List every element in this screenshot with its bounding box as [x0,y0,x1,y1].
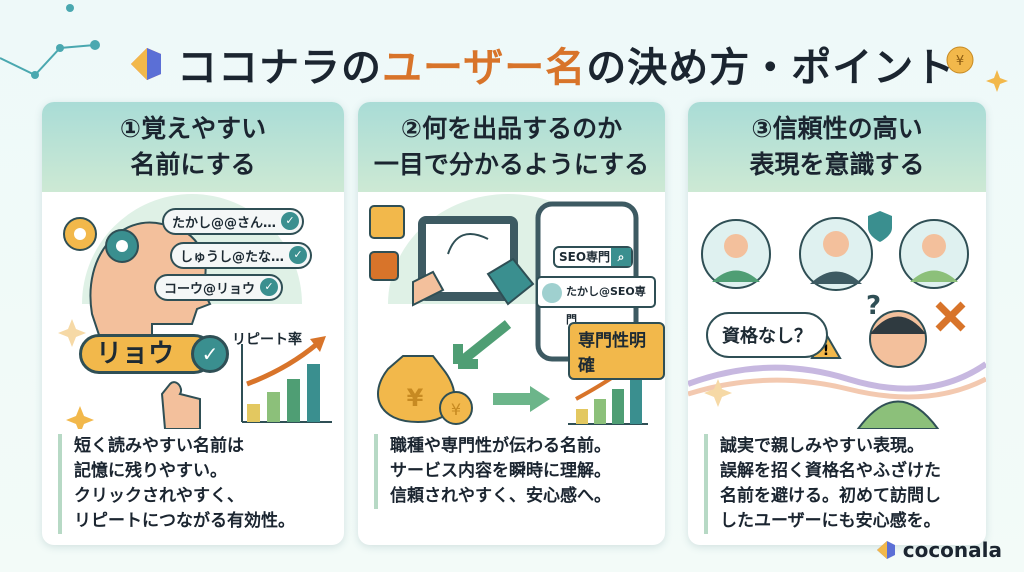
name-bubble: たかし@@さん… ✓ [162,208,305,235]
bubble-text: しゅうし@たな… [180,250,285,265]
body-line: クリックされやすく、 [74,486,244,506]
check-icon: ✓ [260,278,279,296]
point-card-memorable: ①覚えやすい名前にする たかし@@さん… ✓ しゅうし@たな… ✓ コーウ@リョウ ✓… [42,102,344,545]
point-card-trust: ③信頼性の高い表現を意識する ! ? 資格なし？ 誠実で親しみやすい表現。誤解を… [688,102,986,545]
page-title: ココナラのユーザー名の決め方・ポイント [125,36,955,92]
svg-text:?: ? [866,291,881,321]
title-part1: ココナラの [177,45,382,91]
title-part2: の決め方・ポイント [586,45,956,91]
bubble-text: たかし@@さん… [172,216,277,231]
svg-text:¥: ¥ [956,54,964,69]
name-bubble: しゅうし@たな… ✓ [170,242,313,269]
point-card-specialty: ②何を出品するのか一目で分かるようにする ¥ ¥ SEO専門⌕ たかし@SEO専… [358,102,665,545]
chart-label: リピート率 [232,332,302,348]
illustration-memorable: たかし@@さん… ✓ しゅうし@たな… ✓ コーウ@リョウ ✓ リョウ ✓ リピート率 [42,194,344,434]
logo-text: coconala [902,538,1002,562]
search-icon[interactable]: ⌕ [611,248,631,266]
specialty-tag: 専門性明確 [568,322,665,380]
body-line: 名前を避ける。初めて訪問し [720,486,941,506]
coconala-logo-icon [131,48,161,80]
check-icon: ✓ [289,246,308,264]
name-button-label: リョウ [96,339,175,369]
name-button[interactable]: リョウ ✓ [79,334,229,374]
card-description: 短く読みやすい名前は記憶に残りやすい。クリックされやすく、リピートにつながる有効… [58,434,334,534]
search-text: SEO専門 [559,250,611,264]
card-description: 職種や専門性が伝わる名前。サービス内容を瞬時に理解。信頼されやすく、安心感へ。 [374,434,655,509]
yen-coin-icon: ¥ [946,46,1008,92]
title-accent: ユーザー名 [382,45,587,91]
card-heading: ②何を出品するのか一目で分かるようにする [358,102,665,192]
svg-text:!: ! [823,343,829,359]
coconala-logo-icon [876,541,895,559]
profile-name: たかし@SEO専門 [566,285,646,326]
profile-card: たかし@SEO専門 [536,276,656,326]
illustration-trust: ! ? 資格なし？ [688,194,986,430]
people-trust-icon: ! ? [688,211,986,430]
heading-line: 名前にする [130,150,256,179]
bubble-text: コーウ@リョウ [164,282,256,297]
svg-text:¥: ¥ [407,384,424,412]
body-line: 短く読みやすい名前は [74,436,244,456]
check-icon: ✓ [191,335,229,373]
coconala-logo: coconala [875,538,1002,562]
tablet-phone-money-icon: ¥ ¥ [369,194,648,425]
card-heading: ③信頼性の高い表現を意識する [688,102,986,192]
body-line: 信頼されやすく、安心感へ。 [390,486,611,506]
illustration-specialty: ¥ ¥ SEO専門⌕ たかし@SEO専門 専門性明確 [358,194,665,429]
avatar [542,283,562,303]
body-line: リピートにつながる有効性。 [74,511,295,531]
check-icon: ✓ [281,212,300,230]
search-input[interactable]: SEO専門⌕ [553,246,633,268]
body-line: 職種や専門性が伝わる名前。 [390,436,611,456]
heading-line: ③信頼性の高い [751,114,923,143]
thought-bubble: 資格なし？ [706,312,828,358]
card-description: 誠実で親しみやすい表現。誤解を招く資格名やふざけた名前を避ける。初めて訪問しした… [704,434,976,534]
heading-line: ①覚えやすい [119,114,267,143]
heading-line: 表現を意識する [749,150,925,179]
svg-text:¥: ¥ [451,400,461,419]
body-line: 誠実で親しみやすい表現。 [720,436,924,456]
heading-line: ②何を出品するのか [400,114,623,143]
card-heading: ①覚えやすい名前にする [42,102,344,192]
heading-line: 一目で分かるようにする [373,150,650,179]
body-line: したユーザーにも安心感を。 [720,511,941,531]
body-line: 記憶に残りやすい。 [74,461,227,481]
body-line: サービス内容を瞬時に理解。 [390,461,611,481]
body-line: 誤解を招く資格名やふざけた [720,461,941,481]
network-decoration-icon [0,4,100,79]
name-bubble: コーウ@リョウ ✓ [154,274,284,301]
